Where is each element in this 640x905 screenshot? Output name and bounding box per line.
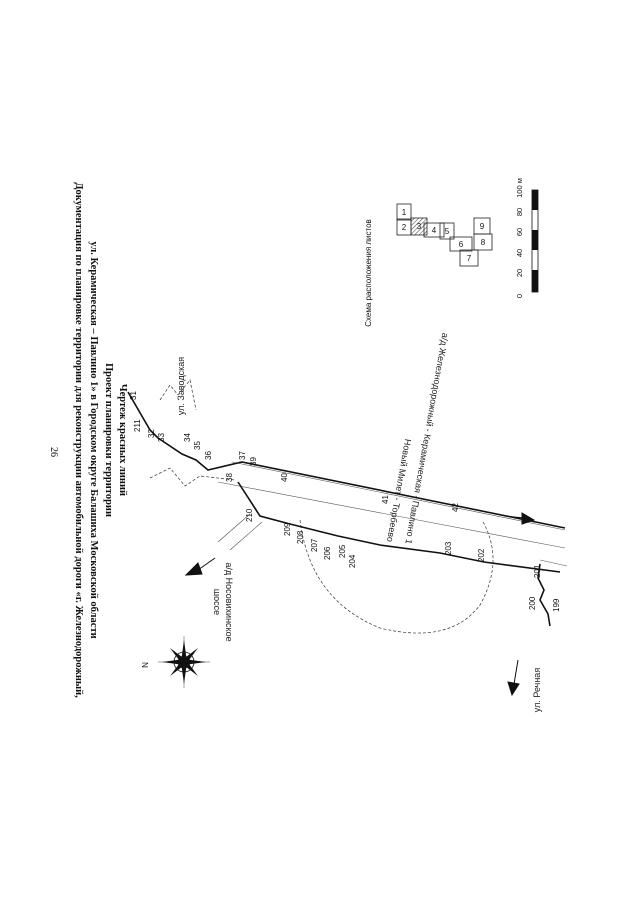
point-labels: 31 211 32 33 34 35 36 37 39 38 40 41 42 … — [129, 391, 561, 612]
sheet-label-1: 1 — [402, 208, 407, 217]
point-31: 31 — [129, 391, 138, 400]
red-lines — [127, 391, 566, 627]
point-201: 201 — [533, 564, 542, 578]
point-203: 203 — [444, 541, 453, 555]
inset-title: Схема расположения листов — [364, 219, 373, 327]
page-number: 26 — [48, 447, 59, 457]
point-41: 41 — [381, 495, 390, 504]
point-39: 39 — [249, 457, 258, 466]
point-207: 207 — [310, 538, 319, 552]
point-211: 211 — [133, 419, 142, 432]
compass-north-label: N — [141, 662, 150, 668]
point-37: 37 — [238, 451, 247, 460]
sheet-layout-inset: Схема расположения листов 1 2 3 4 5 6 7 … — [364, 203, 493, 327]
road-label-nosovikhinskoe-2: шоссе — [212, 589, 222, 615]
sheet-cell-3 — [410, 217, 428, 236]
point-200: 200 — [528, 596, 537, 610]
title-line-2: ул. Керамическая – Павлино 1» в Городско… — [88, 241, 99, 638]
sheet-label-7: 7 — [467, 254, 472, 263]
sheet-cell-4 — [423, 222, 445, 238]
sheet-cell-5 — [439, 222, 455, 240]
title-line-3: Проект планировки территории — [103, 363, 114, 517]
sheet-cell-9 — [473, 217, 491, 235]
scale-tick-0: 0 — [515, 294, 524, 298]
sheet-label-5: 5 — [445, 227, 450, 236]
title-block: Документация по планировке территории дл… — [73, 182, 128, 698]
point-32: 32 — [147, 429, 156, 438]
scale-tick-40: 40 — [515, 249, 524, 257]
point-209: 209 — [283, 522, 292, 536]
point-38: 38 — [225, 473, 234, 482]
sheet-label-6: 6 — [459, 240, 464, 249]
sheet-cell-1 — [396, 203, 412, 221]
point-42: 42 — [451, 503, 460, 512]
scale-tick-80: 80 — [515, 208, 524, 216]
point-36: 36 — [204, 451, 213, 460]
road-label-nosovikhinskoe-1: а/д Носовихинское — [224, 562, 234, 641]
point-204: 204 — [348, 554, 357, 568]
point-34: 34 — [183, 433, 192, 442]
point-199: 199 — [552, 598, 561, 612]
point-206: 206 — [323, 546, 332, 560]
direction-arrows — [184, 512, 536, 697]
scale-tick-100: 100 м — [515, 178, 524, 198]
point-210: 210 — [245, 508, 254, 522]
sheet-label-2: 2 — [402, 223, 407, 232]
point-208: 208 — [296, 530, 305, 544]
scale-tick-60: 60 — [515, 228, 524, 236]
sheet-label-3: 3 — [417, 222, 422, 231]
sheet-label-4: 4 — [432, 226, 437, 235]
sheet-label-9: 9 — [480, 222, 485, 231]
compass-rose-icon — [158, 636, 210, 688]
road-label-rechnaya: ул. Речная — [532, 668, 542, 713]
road-edges — [217, 461, 568, 567]
sheet-cell-7 — [459, 249, 479, 267]
point-205: 205 — [338, 544, 347, 558]
road-label-zavodskaya: ул. Заводская — [176, 357, 186, 415]
point-202: 202 — [477, 548, 486, 562]
scale-bar: 0 20 40 60 80 100 м — [515, 178, 539, 298]
sheet-label-8: 8 — [481, 238, 486, 247]
point-35: 35 — [193, 441, 202, 450]
territory-boundary — [149, 379, 494, 634]
title-line-4: Чертеж красных линий — [117, 384, 128, 496]
scale-tick-20: 20 — [515, 269, 524, 277]
point-40: 40 — [280, 473, 289, 482]
point-33: 33 — [157, 433, 166, 442]
title-line-1: Документация по планировке территории дл… — [73, 182, 84, 698]
sheet-cell-6 — [449, 236, 473, 252]
